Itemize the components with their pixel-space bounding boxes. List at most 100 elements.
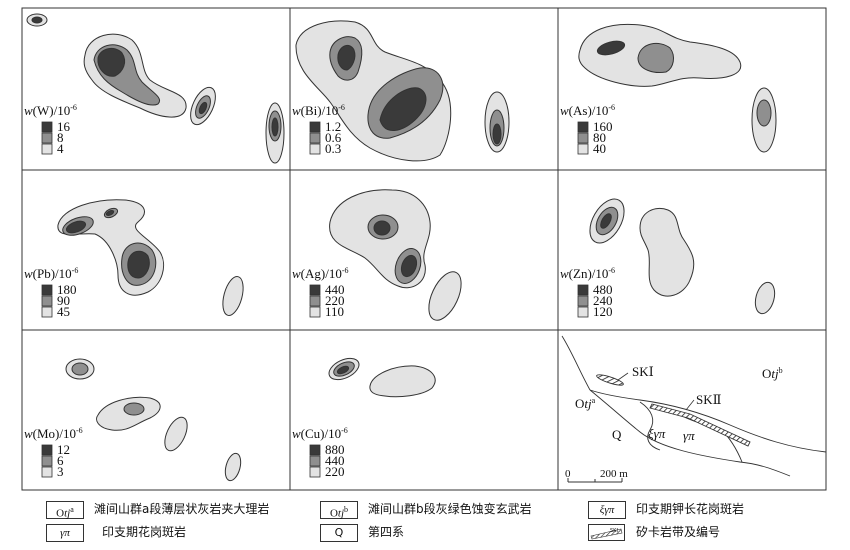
legend-value-w-1: 8 <box>57 130 64 145</box>
legend-value-bi-2: 0.3 <box>325 141 341 156</box>
legend-value-mo-1: 6 <box>57 453 64 468</box>
geo-contact-2 <box>589 389 827 453</box>
legend-swatch-bi-2 <box>309 143 321 155</box>
legend-value-mo-2: 3 <box>57 464 64 479</box>
legend-value-pb-0: 180 <box>57 282 77 297</box>
legend-swatch-pb-0 <box>41 284 53 296</box>
legend-swatch-w-2 <box>41 143 53 155</box>
legend-swatch-pb-2 <box>41 306 53 318</box>
legend-value-as-0: 160 <box>593 119 613 134</box>
skarn-zone-1 <box>596 374 624 386</box>
anomaly-cu <box>328 357 436 398</box>
legend-swatch-bi-0 <box>309 121 321 133</box>
legend-symbol-skarn: SKⅠ <box>588 524 625 541</box>
legend-value-cu-2: 220 <box>325 464 345 479</box>
geology-labels: SKⅠ SKⅡ Otjb Otja Q ξγπ γπ 0 200 m <box>565 364 783 483</box>
scale-dist: 200 m <box>600 468 628 480</box>
label-q: Q <box>612 427 622 442</box>
legend-text-otjb: 滩间山群b段灰绿色蚀变玄武岩 <box>368 502 532 516</box>
legend-text-xi-gamma: 印支期钾长花岗斑岩 <box>636 502 745 516</box>
legend-swatch-w-1 <box>41 132 53 144</box>
legend-value-pb-1: 90 <box>57 293 70 308</box>
legend-value-mo-0: 12 <box>57 442 70 457</box>
unit-label-cu: w(Cu)/10-6 <box>292 426 348 441</box>
legend-swatch-ag-1 <box>309 295 321 307</box>
unit-label-ag: w(Ag)/10-6 <box>292 266 349 281</box>
legend-symbol-q: Q <box>320 524 358 542</box>
legend-swatch-pb-1 <box>41 295 53 307</box>
legend-text-skarn: 矽卡岩带及编号 <box>636 525 721 539</box>
legend-value-zn-2: 120 <box>593 304 613 319</box>
label-otja: Otja <box>575 396 596 411</box>
legend-swatch-bi-1 <box>309 132 321 144</box>
panel-frames <box>21 7 827 491</box>
anomaly-w <box>26 13 285 164</box>
legend-value-as-2: 40 <box>593 141 606 156</box>
legend-swatch-as-1 <box>577 132 589 144</box>
legend-symbol-otjb: Otjb <box>320 501 358 520</box>
label-xi-gamma: ξγπ <box>648 426 666 441</box>
unit-label-zn: w(Zn)/10-6 <box>560 266 615 281</box>
legend-item-gamma: γπ 印支期花岗斑岩 <box>46 524 306 542</box>
legend-value-cu-0: 880 <box>325 442 345 457</box>
anomaly-mo <box>65 358 242 482</box>
legend-swatch-mo-1 <box>41 455 53 467</box>
scale-zero: 0 <box>565 468 571 480</box>
legend-value-pb-2: 45 <box>57 304 70 319</box>
legend-value-ag-2: 110 <box>325 304 344 319</box>
legend-swatch-mo-2 <box>41 466 53 478</box>
legend-value-zn-1: 240 <box>593 293 613 308</box>
label-sk2: SKⅡ <box>696 392 722 407</box>
legend-value-cu-1: 440 <box>325 453 345 468</box>
anomaly-pb <box>57 199 244 316</box>
legend-symbol-gamma: γπ <box>46 524 84 542</box>
legend-swatch-ag-2 <box>309 306 321 318</box>
legend-value-w-0: 16 <box>57 119 71 134</box>
anomaly-ag <box>329 189 462 321</box>
legend-swatch-zn-1 <box>577 295 589 307</box>
legend-swatch-as-0 <box>577 121 589 133</box>
unit-label-bi: w(Bi)/10-6 <box>292 103 345 118</box>
legend-value-w-2: 4 <box>57 141 64 156</box>
label-gamma: γπ <box>683 428 695 443</box>
geo-contact-4 <box>639 401 661 451</box>
legend-swatch-w-0 <box>41 121 53 133</box>
legend-value-zn-0: 480 <box>593 282 613 297</box>
legend-value-bi-0: 1.2 <box>325 119 341 134</box>
scale-bar: 0 200 m <box>565 468 628 483</box>
legend-text-otja: 滩间山群a段薄层状灰岩夹大理岩 <box>94 502 270 516</box>
legend-value-ag-0: 440 <box>325 282 345 297</box>
legend-swatch-mo-0 <box>41 444 53 456</box>
legend-item-skarn: SKⅠ 矽卡岩带及编号 <box>588 524 808 542</box>
skarn-zone-2 <box>649 403 751 447</box>
legend-symbol-otja: Otja <box>46 501 84 520</box>
frame-geology <box>557 329 827 491</box>
unit-label-w: w(W)/10-6 <box>24 103 77 118</box>
legend-swatch-zn-0 <box>577 284 589 296</box>
label-otjb: Otjb <box>762 366 783 381</box>
geology-map <box>561 335 827 477</box>
legend-item-q: Q 第四系 <box>320 524 580 542</box>
legend-value-bi-1: 0.6 <box>325 130 342 145</box>
legend-swatch-as-2 <box>577 143 589 155</box>
anomaly-as <box>578 23 777 153</box>
svg-text:SKⅠ: SKⅠ <box>610 528 618 534</box>
legend-value-ag-1: 220 <box>325 293 345 308</box>
legend-item-otjb: Otjb 滩间山群b段灰绿色蚀变玄武岩 <box>320 501 580 520</box>
legend-value-as-1: 80 <box>593 130 606 145</box>
anomaly-bi <box>295 20 510 162</box>
unit-label-mo: w(Mo)/10-6 <box>24 426 83 441</box>
legend-text-q: 第四系 <box>368 525 405 539</box>
legend-item-otja: Otja 滩间山群a段薄层状灰岩夹大理岩 <box>46 501 306 520</box>
geo-contact-1 <box>561 335 591 391</box>
legend-swatch-zn-2 <box>577 306 589 318</box>
legend-item-xi-gamma: ξγπ 印支期钾长花岗斑岩 <box>588 501 808 519</box>
